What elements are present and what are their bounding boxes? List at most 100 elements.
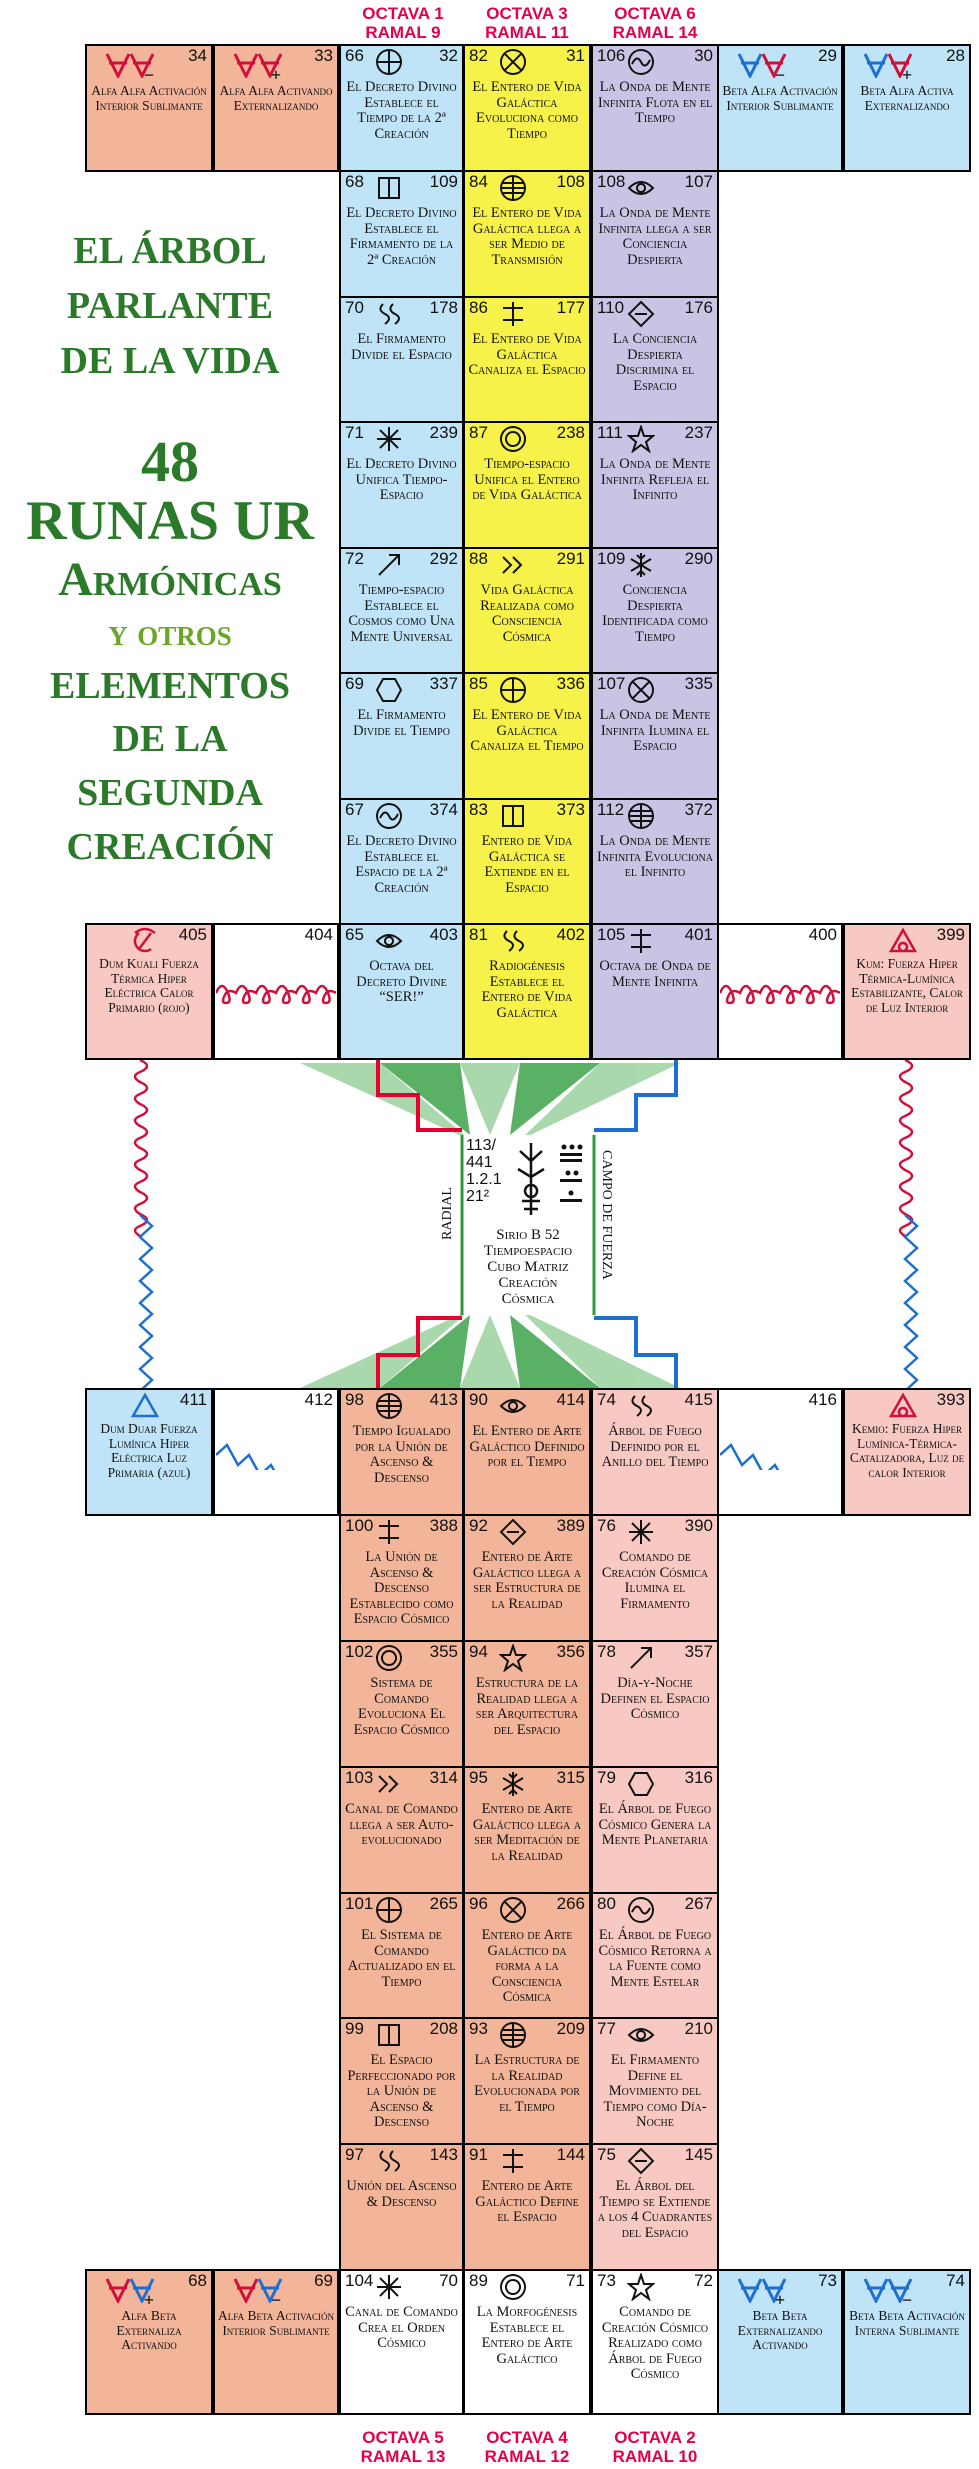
rune-number-b: 356 xyxy=(556,1642,585,1661)
zigzag-right xyxy=(720,1443,780,1470)
rune-glyph-icon xyxy=(377,427,401,451)
side-cell-bottom-0: 68+Alfa Beta Externaliza Activando xyxy=(85,2269,213,2415)
rune-text: Comando de Creación Cósmico Realizado co… xyxy=(601,2304,709,2382)
rune-number-b: 237 xyxy=(684,423,713,442)
title-line-5: RUNAS UR xyxy=(26,490,314,552)
title-line-1: EL ÁRBOL xyxy=(73,230,267,272)
rune-number-a: 102 xyxy=(345,1642,374,1661)
rune-number-b: 266 xyxy=(556,1894,585,1913)
rune-glyph-icon xyxy=(499,1518,527,1546)
rune-text: Entero de Arte Galáctico llega a ser Est… xyxy=(472,1549,582,1612)
center-text-4: Creación xyxy=(498,1275,558,1291)
rune-text: Estructura de la Realidad llega a ser Ar… xyxy=(475,1675,579,1738)
rune-number-a: 80 xyxy=(597,1894,616,1913)
rune-glyph-icon xyxy=(378,2024,400,2046)
rune-glyph-icon xyxy=(379,2150,400,2172)
rune-number-b: 31 xyxy=(566,46,585,65)
rune-number-a: 83 xyxy=(469,800,488,819)
rune-number-a: 68 xyxy=(345,172,364,191)
title-line-8: ELEMENTOS xyxy=(49,665,291,707)
double-v-rune-icon xyxy=(737,2278,787,2303)
rune-number-a: 96 xyxy=(469,1894,488,1913)
rune-number-a: 99 xyxy=(345,2019,364,2038)
triangle-circle-icon xyxy=(889,927,917,953)
rune-number-b: 335 xyxy=(684,674,713,693)
rune-text: Tiempo Igualado por la Unión de Ascenso … xyxy=(352,1423,451,1486)
title-line-9: DE LA xyxy=(112,718,228,760)
center-text-2: Tiempoespacio xyxy=(483,1243,573,1259)
title-line-10: SEGUNDA xyxy=(77,772,263,814)
center-code-4: 21² xyxy=(466,1188,490,1205)
side-text: Beta Alfa Activación Interior Sublimante xyxy=(722,83,838,113)
rune-glyph-icon xyxy=(376,803,402,829)
rune-number-b: 108 xyxy=(556,172,585,191)
triangle-circle-icon xyxy=(889,1392,917,1418)
rune-number-b: 208 xyxy=(429,2019,458,2038)
campo-de-fuerza-label: CAMPO DE FUERZA xyxy=(599,1150,614,1280)
tree-glyph-icon xyxy=(517,1143,545,1215)
rune-number-a: 67 xyxy=(345,800,364,819)
rune-number-b: 30 xyxy=(694,46,713,65)
rune-text: Octava del Decreto Divine “SER!” xyxy=(356,958,447,1005)
rune-text: El Decreto Divino Unifica Tiempo-Espacio xyxy=(346,456,457,503)
force-number: 400 xyxy=(808,925,837,944)
side-cell-top-3: 28+Beta Alfa Activa Externalizando xyxy=(843,44,971,172)
rune-number-b: 374 xyxy=(429,800,458,819)
side-cell-top-2: 29−Beta Alfa Activación Interior Sublima… xyxy=(717,44,843,172)
double-v-rune-icon xyxy=(737,53,787,78)
rune-number-b: 144 xyxy=(556,2145,585,2164)
title-line-7: y otros xyxy=(108,612,232,654)
side-text: Alfa Beta Activación Interior Sublimante xyxy=(218,2308,334,2338)
double-v-rune-icon xyxy=(233,2278,283,2303)
rune-glyph-icon xyxy=(376,1897,402,1923)
force-text: Kemio: Fuerza Hiper Lumínica-Térmica-Cat… xyxy=(849,1421,965,1480)
rune-glyph-icon xyxy=(500,2274,526,2300)
rune-glyph-icon xyxy=(631,929,651,953)
spring-right xyxy=(898,1058,919,1392)
rune-number-b: 401 xyxy=(684,925,713,944)
rune-text: Entero de Arte Galáctico da forma a la C… xyxy=(481,1927,573,2005)
rune-number-b: 402 xyxy=(556,925,585,944)
side-number: 28 xyxy=(946,46,965,65)
title-line-3: DE LA VIDA xyxy=(60,340,280,382)
rune-number-a: 78 xyxy=(597,1642,616,1661)
rune-glyph-icon xyxy=(500,175,526,201)
spring-loop-left xyxy=(216,984,336,1005)
rune-number-a: 76 xyxy=(597,1516,616,1535)
rune-text: El Entero de Vida Galáctica Canaliza el … xyxy=(470,707,584,754)
spring-left xyxy=(133,1058,154,1392)
force-number: 412 xyxy=(304,1390,333,1409)
force-number: 405 xyxy=(178,925,207,944)
rune-number-b: 372 xyxy=(684,800,713,819)
title-line-2: PARLANTE xyxy=(66,285,274,327)
rune-text: Octava de Onda de Mente Infinita xyxy=(599,958,711,990)
rune-glyph-icon xyxy=(627,1772,655,1796)
rune-number-b: 316 xyxy=(684,1768,713,1787)
rune-glyph-icon xyxy=(502,556,523,574)
side-number: 68 xyxy=(188,2271,207,2290)
force-cell-416: 416 xyxy=(717,1388,843,1516)
step-outline-bottom-right xyxy=(594,1316,678,1390)
rune-glyph-icon xyxy=(627,2273,655,2301)
rune-text: El Firmamento Divide el Espacio xyxy=(351,331,452,363)
rune-number-a: 85 xyxy=(469,674,488,693)
rune-text: El Decreto Divino Establece el Firmament… xyxy=(346,205,457,268)
